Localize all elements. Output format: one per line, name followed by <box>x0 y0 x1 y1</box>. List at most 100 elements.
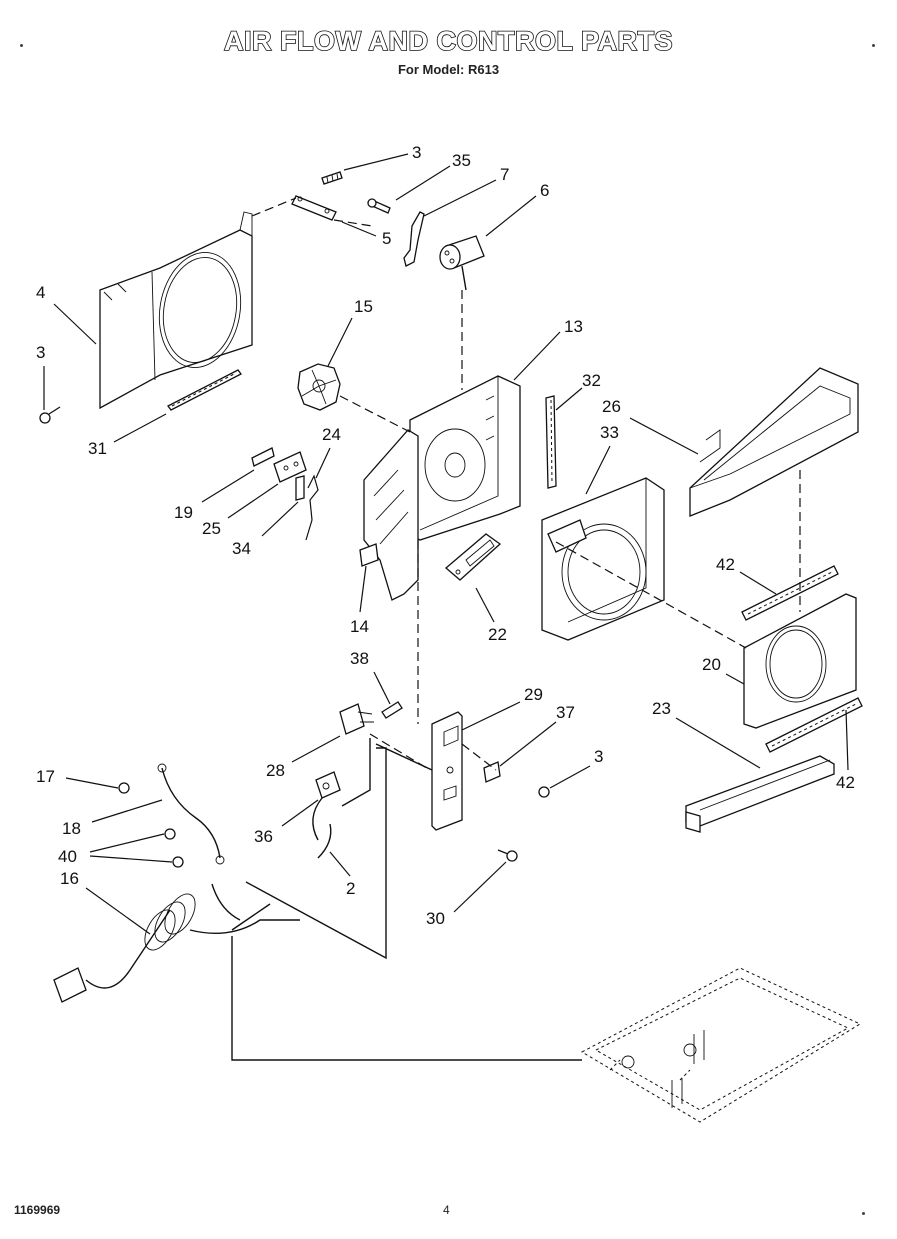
page-title: AIR FLOW AND CONTROL PARTS <box>223 25 673 57</box>
callout-label: 18 <box>62 819 81 838</box>
part-screw-top <box>321 171 343 185</box>
part-capacitor <box>439 235 485 291</box>
part-vertical-foam <box>545 395 557 489</box>
callout-label: 17 <box>36 767 55 786</box>
callout-label: 13 <box>564 317 583 336</box>
callout-36: 36 <box>254 799 319 846</box>
callout-label: 2 <box>346 879 355 898</box>
callout-label: 19 <box>174 503 193 522</box>
part-ground-wire <box>157 763 225 865</box>
callout-2: 2 <box>329 851 355 898</box>
callout-30: 30 <box>426 861 507 928</box>
callout-label: 23 <box>652 699 671 718</box>
callout-label: 33 <box>600 423 619 442</box>
part-selector-switch <box>339 703 374 735</box>
callout-label: 29 <box>524 685 543 704</box>
callout-label: 24 <box>322 425 341 444</box>
part-air-duct <box>689 367 859 517</box>
callout-label: 38 <box>350 649 369 668</box>
callout-19: 19 <box>174 469 255 522</box>
callout-13: 13 <box>513 317 583 381</box>
callout-label: 3 <box>594 747 603 766</box>
callout-label: 14 <box>350 617 369 636</box>
part-power-cord <box>53 883 300 1003</box>
callout-37: 37 <box>499 703 575 767</box>
alignment-lines <box>251 197 801 771</box>
callout-18: 18 <box>62 799 163 838</box>
callout-label: 5 <box>382 229 391 248</box>
callout-label: 20 <box>702 655 721 674</box>
callout-label: 30 <box>426 909 445 928</box>
part-control-bits <box>251 447 319 541</box>
callout-label: 36 <box>254 827 273 846</box>
callout-28: 28 <box>266 735 341 780</box>
callout-4: 4 <box>36 283 97 345</box>
callout-33: 33 <box>585 423 619 495</box>
callout-38: 38 <box>350 649 391 705</box>
callout-32: 32 <box>555 371 601 411</box>
callout-label: 42 <box>836 773 855 792</box>
part-small-screws <box>483 761 550 862</box>
part-screw-capacitor <box>367 198 391 214</box>
callout-label: 15 <box>354 297 373 316</box>
part-rear-orifice <box>743 593 857 729</box>
scan-speck <box>20 44 23 47</box>
part-control-panel <box>444 533 502 581</box>
callout-7: 7 <box>423 165 509 217</box>
callout-label: 42 <box>716 555 735 574</box>
callout-20: 20 <box>702 655 745 685</box>
callout-label: 4 <box>36 283 45 302</box>
callout-label: 7 <box>500 165 509 184</box>
callout-label: 35 <box>452 151 471 170</box>
part-ground-screws <box>118 782 184 868</box>
callout-label: 6 <box>540 181 549 200</box>
callout-14: 14 <box>350 565 369 636</box>
callout-label: 16 <box>60 869 79 888</box>
callout-42-upper: 42 <box>716 555 777 595</box>
scan-speck <box>872 44 875 47</box>
callout-label: 22 <box>488 625 507 644</box>
callout-3-right: 3 <box>549 747 603 789</box>
callout-5: 5 <box>341 221 391 248</box>
callout-17: 17 <box>36 767 119 789</box>
callout-25: 25 <box>202 483 279 538</box>
part-bulkhead <box>409 375 521 541</box>
callout-3-top: 3 <box>343 143 421 171</box>
scan-speck <box>862 1212 865 1215</box>
callout-label: 3 <box>412 143 421 162</box>
part-thermostat <box>312 771 341 859</box>
part-knob-shaft <box>381 701 403 719</box>
callout-29: 29 <box>461 685 543 731</box>
callout-22: 22 <box>475 587 507 644</box>
callout-31: 31 <box>88 413 167 458</box>
document-number: 1169969 <box>14 1203 61 1217</box>
part-control-bracket <box>431 711 463 831</box>
callout-23: 23 <box>652 699 761 769</box>
callout-label: 3 <box>36 343 45 362</box>
callout-label: 28 <box>266 761 285 780</box>
callout-label: 32 <box>582 371 601 390</box>
wiring-lines <box>231 738 582 1061</box>
part-bracket-top <box>291 195 337 221</box>
page-number: 4 <box>443 1203 450 1217</box>
callout-label: 34 <box>232 539 251 558</box>
model-subtitle: For Model: R613 <box>397 62 500 77</box>
part-fan-blade <box>297 363 341 411</box>
part-scroll-housing <box>541 477 665 641</box>
callout-16: 16 <box>60 869 151 935</box>
callout-label: 40 <box>58 847 77 866</box>
callout-label: 31 <box>88 439 107 458</box>
part-screw-left <box>39 406 61 424</box>
callout-15: 15 <box>327 297 373 367</box>
part-capacitor-strap <box>403 211 425 267</box>
part-side-bracket <box>359 429 419 601</box>
callouts: 3 35 7 6 5 4 3 15 <box>36 143 855 935</box>
part-foam-strip-upper <box>741 565 839 621</box>
callout-3-left: 3 <box>36 343 45 410</box>
part-base-pan <box>580 967 862 1123</box>
callout-34: 34 <box>232 501 299 558</box>
part-front-shroud <box>99 211 253 410</box>
part-base-rail <box>685 755 835 833</box>
callout-24: 24 <box>315 425 341 479</box>
